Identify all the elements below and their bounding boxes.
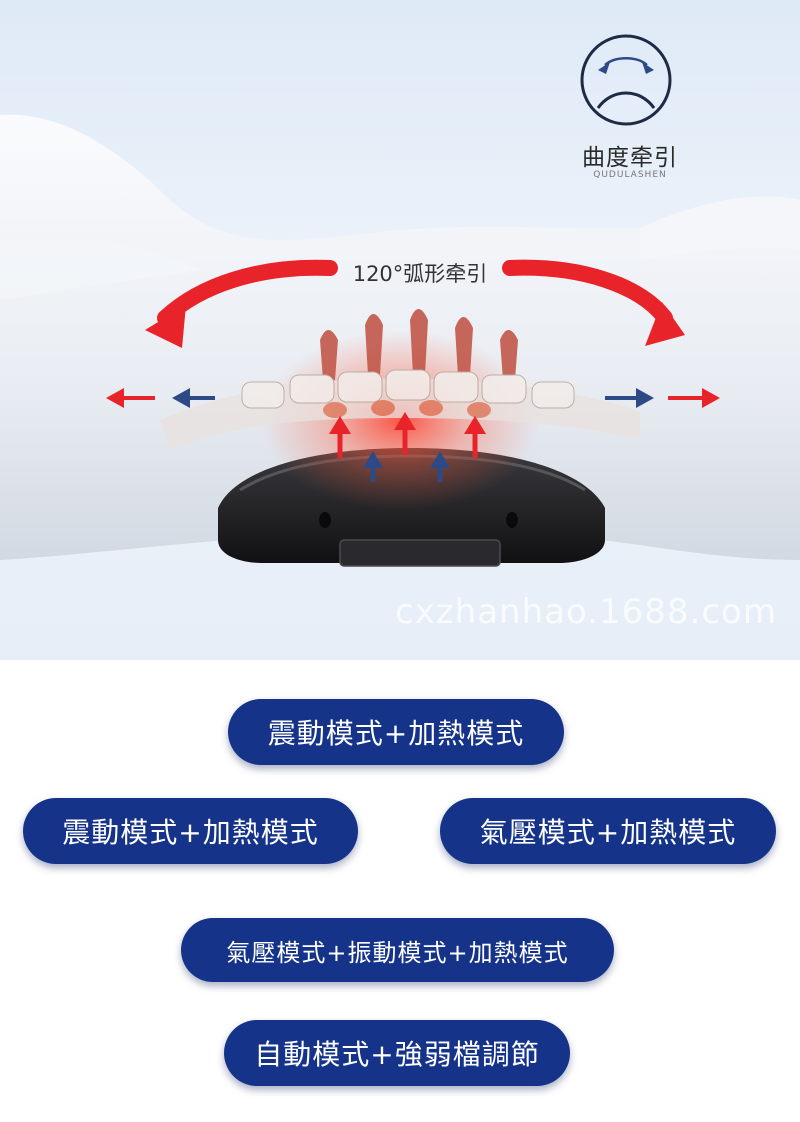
curvature-traction-icon	[580, 34, 672, 126]
upward-arrows	[329, 412, 486, 482]
spine-illustration	[160, 309, 640, 450]
mode-pill-air-vibration-heat: 氣壓模式+振動模式+加熱模式	[181, 918, 614, 982]
mode-pill-vibration-heat-left: 震動模式+加熱模式	[23, 798, 358, 864]
right-traction-arrow	[502, 259, 673, 326]
outward-arrows	[106, 388, 720, 408]
arc-traction-label: 120°弧形牵引	[352, 262, 488, 286]
watermark: cxzhanhao.1688.com	[395, 592, 777, 632]
mode-pill-auto-intensity: 自動模式+強弱檔調節	[224, 1020, 570, 1086]
mode-pill-air-heat: 氣壓模式+加熱模式	[440, 798, 776, 864]
massager-scene	[0, 34, 800, 567]
mode-pill-vibration-heat: 震動模式+加熱模式	[228, 699, 564, 765]
badge-title: 曲度牵引	[582, 145, 678, 171]
badge-subtitle: QUDULASHEN	[593, 170, 667, 180]
left-traction-arrow	[157, 259, 338, 326]
hero-illustration: 曲度牵引 QUDULASHEN 120°弧形牵引 cxzhanhao.1688.…	[0, 0, 800, 660]
